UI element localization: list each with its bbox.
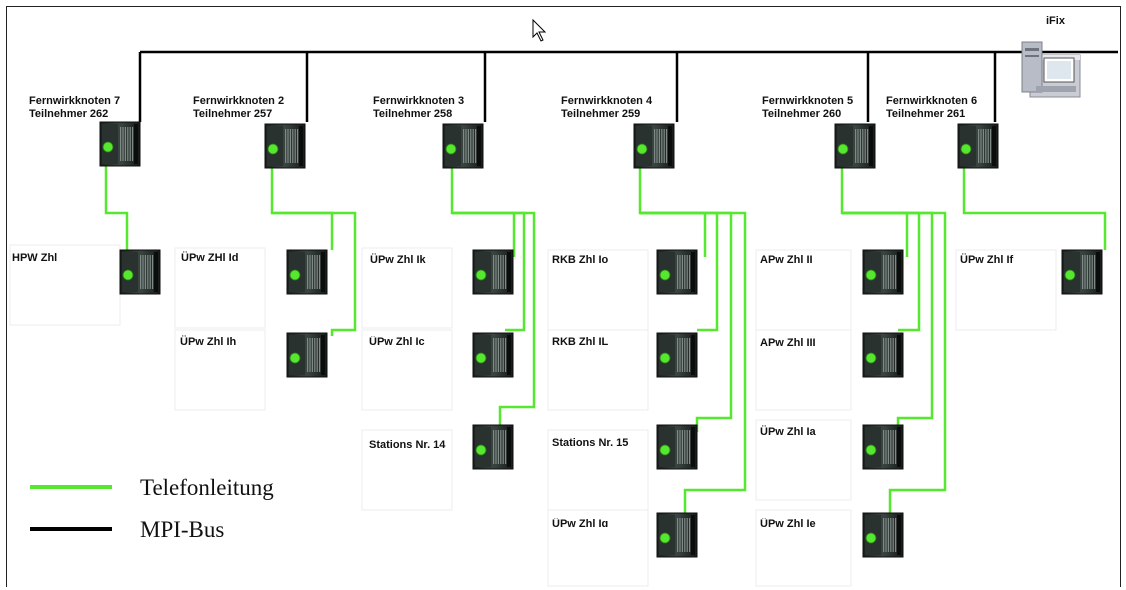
station-label: APw Zhl II [760, 254, 813, 266]
status-led-icon [960, 143, 972, 155]
station-label: APw Zhl III [760, 337, 816, 349]
status-led-icon [659, 532, 671, 544]
station-label: ÜPw Zhl Ia [760, 426, 816, 438]
fernwirkknoten-device[interactable] [99, 121, 141, 167]
station-label: ÜPw Zhl Ih [180, 336, 237, 348]
pc-label: iFix [1046, 15, 1065, 27]
station-label: ÜPw Zhl Ik [370, 254, 426, 266]
node-name: Fernwirkknoten 7 [29, 95, 121, 107]
station-label: ÜPw Zhl Ic [369, 336, 425, 345]
station-label: HPW Zhl [12, 252, 58, 264]
status-led-icon [659, 444, 671, 456]
status-led-icon [102, 141, 114, 153]
station-label: ÜPw ZHl Id [181, 252, 239, 264]
status-led-icon [659, 269, 671, 281]
status-led-icon [475, 269, 487, 281]
phone-line [842, 211, 947, 513]
station-device[interactable] [656, 424, 698, 470]
status-led-icon [837, 143, 849, 155]
phone-line [272, 211, 357, 336]
node-participant: Teilnehmer 260 [762, 108, 842, 120]
station-device[interactable] [862, 512, 904, 558]
legend-mpi-label: MPI-Bus [140, 517, 225, 542]
station-device[interactable] [656, 512, 698, 558]
node-label-3: Fernwirkknoten 3 Teilnehmer 258 [373, 95, 464, 121]
mouse-cursor-icon [532, 18, 547, 42]
phone-line [104, 163, 129, 256]
status-led-icon [289, 352, 301, 364]
phone-line [638, 163, 707, 257]
station-device[interactable] [862, 332, 904, 378]
fernwirkknoten-device[interactable] [957, 123, 999, 169]
fernwirkknoten-device[interactable] [633, 123, 675, 169]
phone-line [452, 211, 536, 425]
node-label-4: Fernwirkknoten 4 Teilnehmer 259 [561, 95, 652, 121]
phone-line [840, 163, 909, 257]
status-led-icon [289, 269, 301, 281]
station-device[interactable] [656, 332, 698, 378]
station-label: Stations Nr. 15 [552, 437, 629, 449]
node-name: Fernwirkknoten 6 [886, 95, 978, 107]
status-led-icon [636, 143, 648, 155]
station-device[interactable] [1061, 249, 1103, 295]
node-label-5: Fernwirkknoten 5 Teilnehmer 260 [762, 95, 853, 121]
station-label: ÜPw Zhl Ig [552, 518, 609, 527]
station-label: ÜPw Zhl Ie [760, 518, 816, 527]
status-led-icon [865, 532, 877, 544]
station-label: RKB Zhl Io [552, 254, 609, 263]
status-led-icon [445, 143, 457, 155]
node-name: Fernwirkknoten 2 [193, 95, 285, 107]
station-label: RKB Zhl IL [552, 336, 609, 348]
node-participant: Teilnehmer 259 [561, 108, 641, 120]
status-led-icon [659, 352, 671, 364]
node-name: Fernwirkknoten 4 [561, 95, 653, 107]
status-led-icon [475, 444, 487, 456]
station-device[interactable] [286, 332, 328, 378]
status-led-icon [1064, 269, 1076, 281]
status-led-icon [475, 352, 487, 364]
phone-line [270, 163, 334, 250]
fernwirkknoten-device[interactable] [834, 123, 876, 169]
node-label-1: Fernwirkknoten 7 Teilnehmer 262 [29, 95, 120, 121]
status-led-icon [122, 269, 134, 281]
station-device[interactable] [472, 249, 514, 295]
station-device[interactable] [119, 249, 161, 295]
station-device[interactable] [862, 424, 904, 470]
node-participant: Teilnehmer 262 [29, 108, 109, 120]
workstation-pc-icon[interactable] [1021, 41, 1081, 98]
node-name: Fernwirkknoten 5 [762, 95, 854, 107]
node-participant: Teilnehmer 261 [886, 108, 966, 120]
station-device[interactable] [656, 249, 698, 295]
station-device[interactable] [862, 249, 904, 295]
status-led-icon [865, 269, 877, 281]
station-device[interactable] [286, 249, 328, 295]
status-led-icon [865, 444, 877, 456]
node-label-6: Fernwirkknoten 6 Teilnehmer 261 [886, 95, 977, 121]
station-device[interactable] [472, 332, 514, 378]
station-label: ÜPw Zhl If [960, 254, 1014, 266]
fernwirkknoten-device[interactable] [264, 123, 306, 169]
fernwirkknoten-device[interactable] [442, 123, 484, 169]
phone-line [962, 163, 1107, 250]
node-label-2: Fernwirkknoten 2 Teilnehmer 257 [193, 95, 284, 121]
station-label: Stations Nr. 14 [369, 439, 446, 451]
legend-telefon-label: Telefonleitung [140, 475, 274, 500]
node-participant: Teilnehmer 257 [193, 108, 273, 120]
phone-line [450, 163, 516, 257]
phone-line [640, 211, 747, 513]
status-led-icon [865, 352, 877, 364]
status-led-icon [267, 143, 279, 155]
station-device[interactable] [472, 424, 514, 470]
node-participant: Teilnehmer 258 [373, 108, 453, 120]
node-name: Fernwirkknoten 3 [373, 95, 465, 107]
